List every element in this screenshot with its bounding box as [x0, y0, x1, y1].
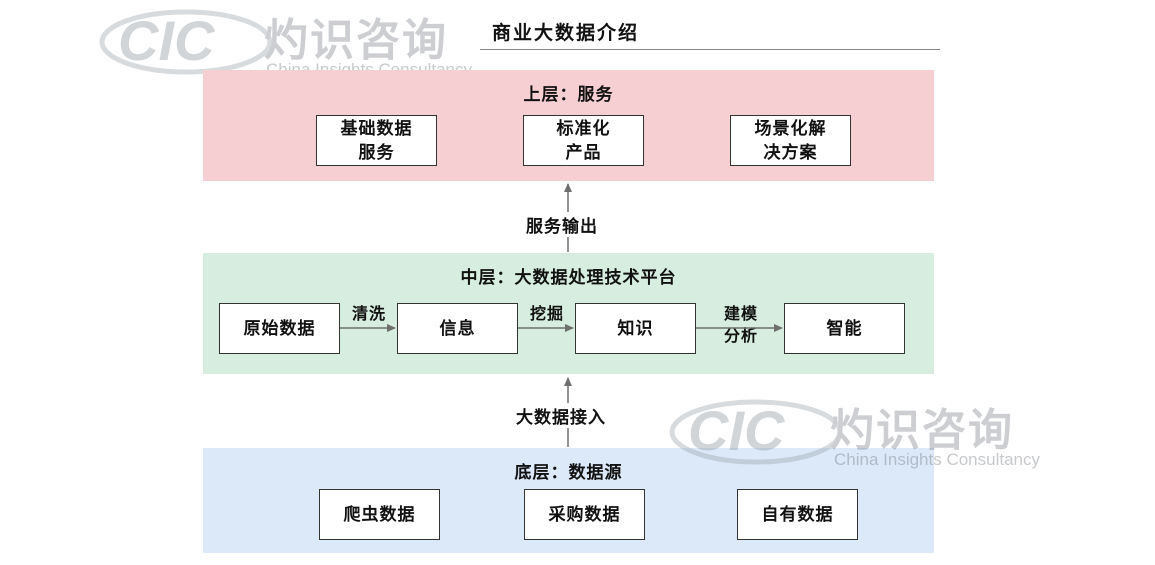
- box-scenario-solution: 场景化解 决方案: [730, 115, 851, 166]
- flow-label-modeling-analysis: 建模 分析: [723, 304, 758, 345]
- layer-middle-label: 中层：大数据处理技术平台: [460, 268, 677, 288]
- flow-label-cleaning: 清洗: [351, 304, 386, 323]
- box-crawler-data: 爬虫数据: [319, 489, 440, 540]
- box-knowledge: 知识: [575, 303, 696, 354]
- box-intelligence: 智能: [784, 303, 905, 354]
- connector-label-data-ingest: 大数据接入: [516, 403, 606, 428]
- box-purchased-data: 采购数据: [524, 489, 645, 540]
- layer-middle-platform: 中层：大数据处理技术平台 原始数据 信息 知识 智能 清洗 挖掘 建模 分析: [203, 253, 934, 374]
- box-owned-data: 自有数据: [737, 489, 858, 540]
- flow-label-mining: 挖掘: [529, 304, 564, 323]
- layer-bottom-label: 底层：数据源: [514, 463, 623, 483]
- connector-label-service-output: 服务输出: [526, 212, 598, 237]
- layer-top-services: 上层：服务 基础数据 服务 标准化 产品 场景化解 决方案: [203, 70, 934, 181]
- page-title: 商业大数据介绍: [492, 22, 640, 44]
- layer-top-label: 上层：服务: [523, 85, 614, 105]
- box-raw-data: 原始数据: [219, 303, 340, 354]
- box-information: 信息: [397, 303, 518, 354]
- box-basic-data-service: 基础数据 服务: [316, 115, 437, 166]
- title-rule: [480, 49, 940, 50]
- box-standard-product: 标准化 产品: [523, 115, 644, 166]
- layer-bottom-sources: 底层：数据源 爬虫数据 采购数据 自有数据: [203, 448, 934, 553]
